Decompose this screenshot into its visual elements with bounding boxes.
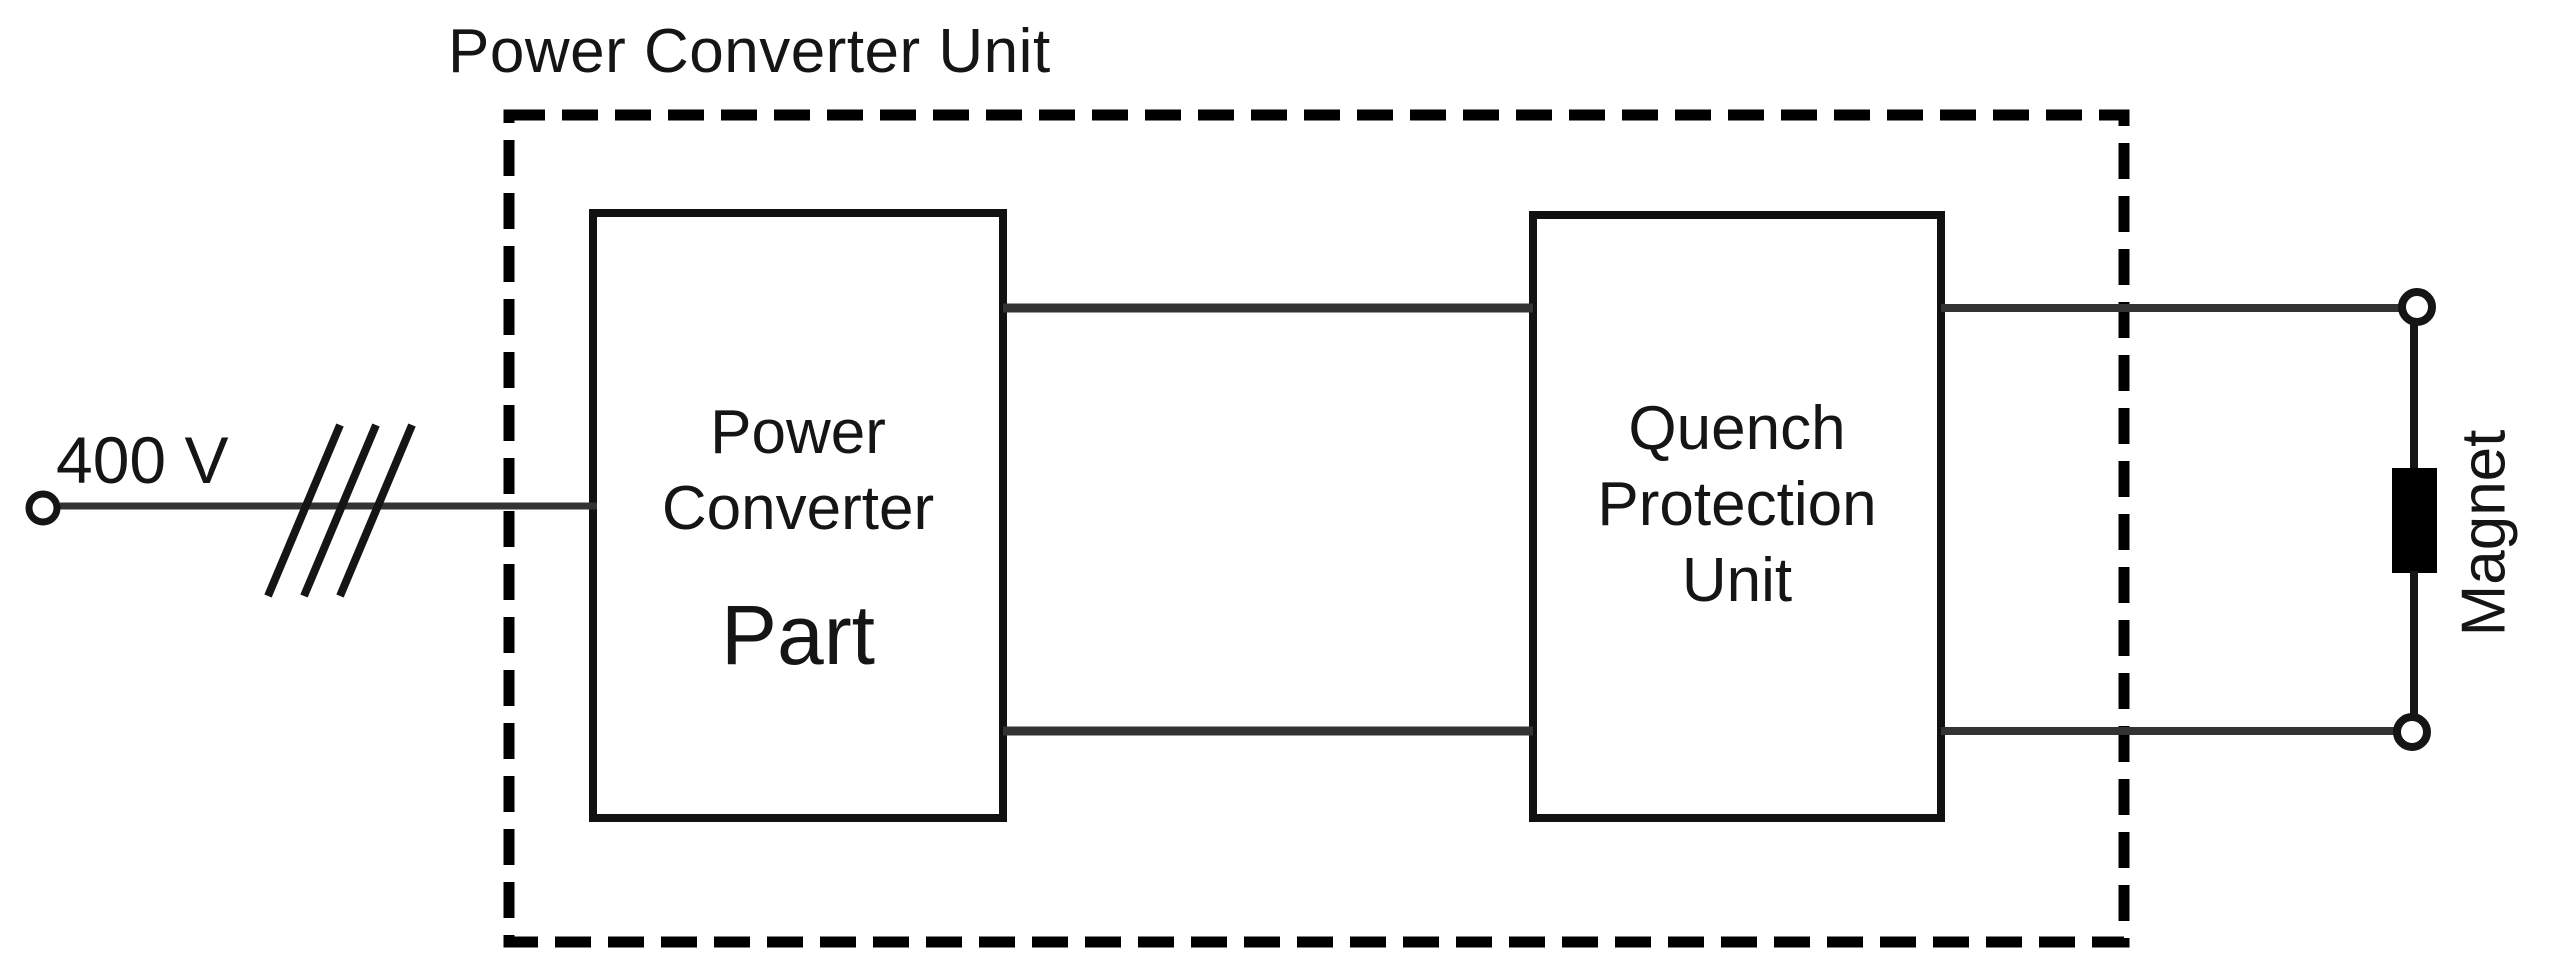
quench-protection-unit-box — [1529, 211, 1945, 822]
quench-label-line1: Quench — [1628, 394, 1846, 463]
magnet-bottom-terminal-circle-icon — [2393, 713, 2431, 751]
power-converter-label-line2: Converter — [661, 474, 935, 543]
quench-label-line3: Unit — [1681, 546, 1793, 615]
power-converter-label-line3: Part — [720, 588, 876, 682]
quench-protection-unit-label: Quench Protection Unit — [1533, 215, 1941, 818]
magnet-label: Magnet — [2449, 429, 2519, 637]
magnet-symbol — [2392, 468, 2437, 573]
input-voltage-label: 400 V — [56, 423, 229, 497]
diagram-title: Power Converter Unit — [448, 17, 1051, 86]
quench-label-line2: Protection — [1597, 470, 1877, 539]
power-converter-part-label: Power Converter Part — [593, 213, 1003, 818]
three-phase-slash-icon — [264, 423, 416, 598]
magnet-top-terminal-circle-icon — [2398, 288, 2436, 326]
input-terminal-circle-icon — [25, 490, 61, 526]
power-converter-part-box — [589, 209, 1007, 822]
power-converter-unit-dashed-boundary — [503, 109, 2130, 948]
power-converter-label-line1: Power — [710, 398, 886, 467]
